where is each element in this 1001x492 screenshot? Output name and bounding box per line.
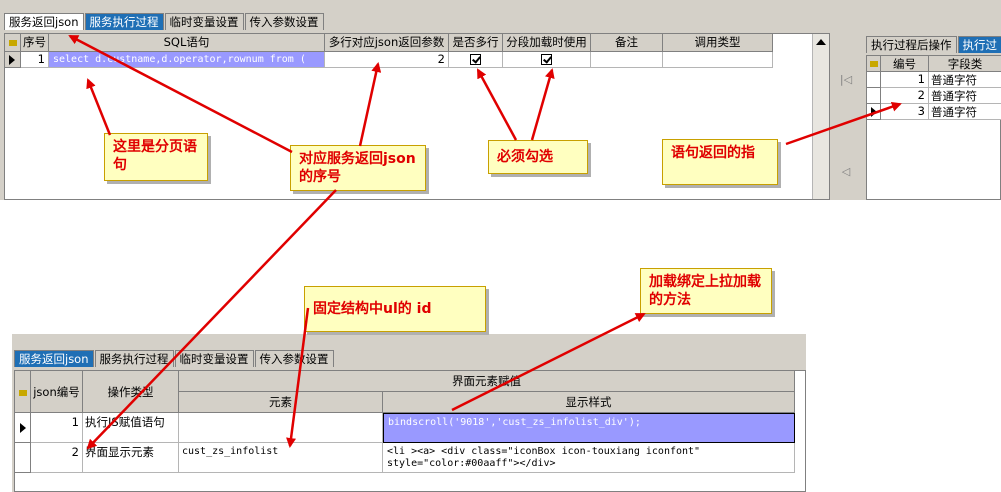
header-indicator (5, 34, 21, 52)
scroll-up-icon[interactable] (816, 39, 826, 45)
bottom-cell-element[interactable] (179, 413, 383, 443)
tab-service-return-json[interactable]: 服务返回json (14, 350, 94, 367)
tab-exec[interactable]: 执行过 (957, 36, 1001, 53)
bottom-cell-element[interactable]: cust_zs_infolist (179, 443, 383, 473)
side-current-row-icon (871, 107, 877, 117)
side-row-indicator (867, 104, 881, 120)
bottom-grid: json编号 操作类型 界面元素赋值 元素 显示样式 1 执行JS赋值语句 bi… (14, 370, 806, 492)
cell-multi-row[interactable] (449, 52, 503, 68)
bottom-header-group: 界面元素赋值 (179, 371, 795, 392)
note-json-index: 对应服务返回json的序号 (290, 145, 426, 191)
bottom-cell-op[interactable]: 界面显示元素 (83, 443, 179, 473)
side-grid: 编号 字段类 1 普通字符 2 普通字符 3 普通字符 (866, 55, 1001, 200)
top-grid-scrollbar[interactable] (812, 34, 829, 199)
cell-remark[interactable] (591, 52, 663, 68)
tab-service-return-json[interactable]: 服务返回json (4, 13, 84, 30)
transfer-column: |◁ ◁ (832, 33, 860, 200)
tab-service-execution[interactable]: 服务执行过程 (84, 13, 164, 30)
tab-temp-variables[interactable]: 临时变量设置 (174, 350, 254, 367)
segment-load-checkbox[interactable] (541, 54, 552, 65)
bottom-cell-num[interactable]: 1 (31, 413, 83, 443)
move-first-button[interactable]: |◁ (839, 73, 853, 86)
side-grid-icon (869, 61, 878, 67)
side-cell-type[interactable]: 普通字符 (929, 104, 1001, 120)
row-indicator (5, 52, 21, 68)
bottom-cell-op[interactable]: 执行JS赋值语句 (83, 413, 179, 443)
bottom-current-row-icon (20, 423, 26, 433)
tab-post-exec[interactable]: 执行过程后操作 (866, 36, 957, 53)
note-return-value: 语句返回的指 (662, 139, 778, 185)
bottom-cell-style[interactable]: <li ><a> <div class="iconBox icon-touxia… (383, 443, 795, 473)
header-multi-row[interactable]: 是否多行 (449, 34, 503, 52)
cell-call-type[interactable] (663, 52, 773, 68)
side-header-indicator (867, 56, 881, 72)
tab-service-execution[interactable]: 服务执行过程 (94, 350, 174, 367)
bottom-header-json-num[interactable]: json编号 (31, 371, 83, 413)
tab-input-params[interactable]: 传入参数设置 (244, 13, 324, 30)
side-header-num[interactable]: 编号 (881, 56, 929, 72)
note-scroll-method-text: 加载绑定上拉加载的方法 (649, 274, 761, 308)
header-remark[interactable]: 备注 (591, 34, 663, 52)
header-call-type[interactable]: 调用类型 (663, 34, 773, 52)
note-return-value-text: 语句返回的指 (671, 145, 755, 161)
bottom-header-op-type[interactable]: 操作类型 (83, 371, 179, 413)
note-json-index-text: 对应服务返回json的序号 (299, 151, 416, 185)
header-index[interactable]: 序号 (21, 34, 49, 52)
note-paging-sql: 这里是分页语句 (104, 133, 208, 181)
side-row-indicator (867, 88, 881, 104)
top-tabbar: 服务返回json 服务执行过程 临时变量设置 传入参数设置 (4, 13, 325, 30)
side-header-type[interactable]: 字段类 (929, 56, 1001, 72)
side-tabbar: 执行过程后操作 执行过 (866, 36, 1001, 53)
side-cell-num[interactable]: 1 (881, 72, 929, 88)
note-ul-id: 固定结构中ul的 id (304, 286, 486, 332)
side-row-indicator (867, 72, 881, 88)
cell-sql[interactable]: select d.custname,d.operator,rownum from… (49, 52, 325, 68)
note-must-check-text: 必须勾选 (497, 149, 553, 165)
tab-input-params[interactable]: 传入参数设置 (254, 350, 334, 367)
bottom-header-element[interactable]: 元素 (179, 392, 383, 413)
move-prev-button[interactable]: ◁ (841, 165, 851, 178)
bottom-cell-num[interactable]: 2 (31, 443, 83, 473)
bottom-header-style[interactable]: 显示样式 (383, 392, 795, 413)
bottom-tabbar: 服务返回json 服务执行过程 临时变量设置 传入参数设置 (14, 350, 335, 367)
cell-json-param[interactable]: 2 (325, 52, 449, 68)
grid-icon (8, 40, 17, 46)
style-line-1: <li ><a> <div class="iconBox icon-touxia… (387, 446, 701, 457)
cell-index[interactable]: 1 (21, 52, 49, 68)
bottom-header-indicator (15, 371, 31, 413)
multi-row-checkbox[interactable] (470, 54, 481, 65)
header-sql[interactable]: SQL语句 (49, 34, 325, 52)
bottom-cell-style[interactable]: bindscroll('9018','cust_zs_infolist_div'… (383, 413, 795, 443)
bottom-row-indicator (15, 443, 31, 473)
bottom-grid-icon (18, 390, 27, 396)
note-must-check: 必须勾选 (488, 140, 588, 174)
side-cell-type[interactable]: 普通字符 (929, 72, 1001, 88)
cell-segment-load[interactable] (503, 52, 591, 68)
style-line-2: style="color:#00aaff"></div> (387, 458, 556, 469)
note-paging-sql-text: 这里是分页语句 (113, 139, 197, 173)
note-ul-id-text: 固定结构中ul的 id (313, 301, 432, 317)
note-scroll-method: 加载绑定上拉加载的方法 (640, 268, 772, 314)
bottom-row-indicator (15, 413, 31, 443)
side-cell-num[interactable]: 3 (881, 104, 929, 120)
tab-temp-variables[interactable]: 临时变量设置 (164, 13, 244, 30)
header-json-param[interactable]: 多行对应json返回参数 (325, 34, 449, 52)
side-cell-num[interactable]: 2 (881, 88, 929, 104)
header-segment-load[interactable]: 分段加载时使用 (503, 34, 591, 52)
side-cell-type[interactable]: 普通字符 (929, 88, 1001, 104)
current-row-icon (9, 55, 15, 65)
